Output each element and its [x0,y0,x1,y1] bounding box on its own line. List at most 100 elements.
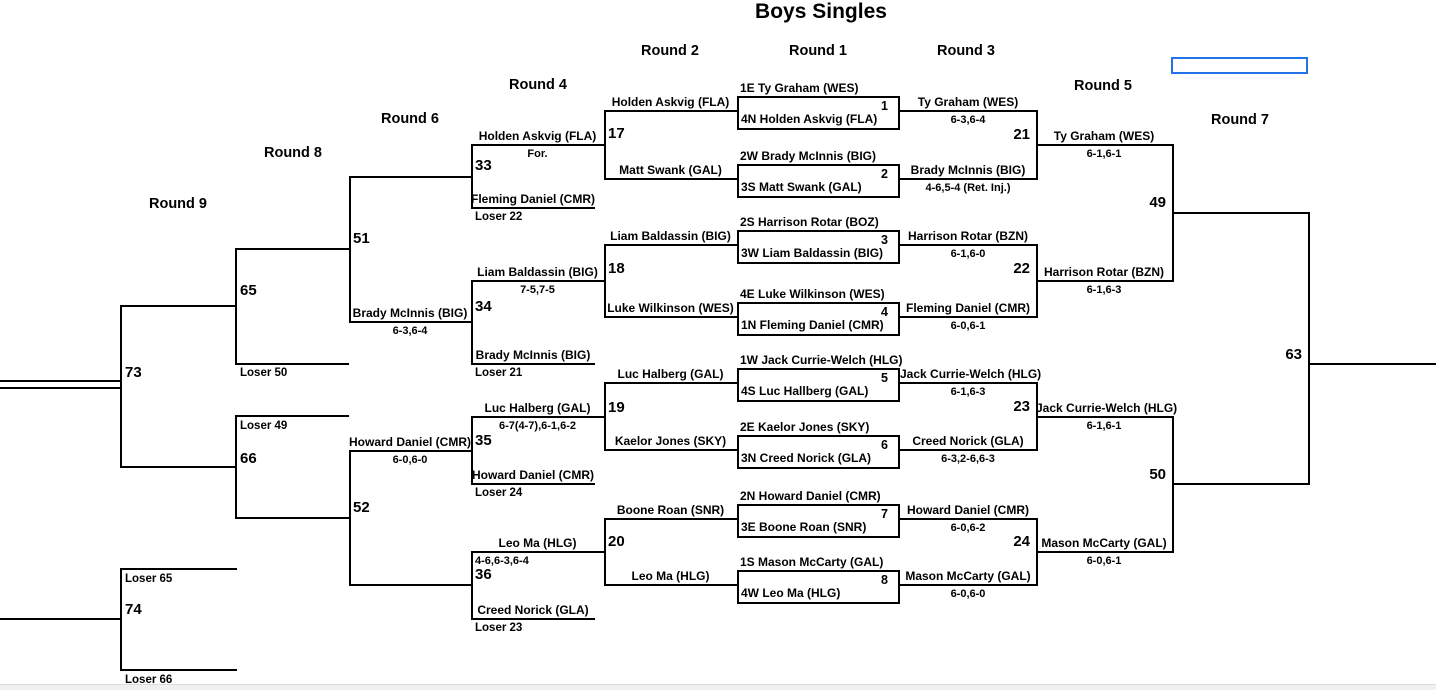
seed-label: 3N Creed Norick (GLA) [741,451,872,465]
connector-line [900,518,1036,520]
connector-line [120,466,235,468]
player-label: Boone Roan (SNR) [616,503,725,517]
connector-line [1308,212,1310,485]
player-label: Matt Swank (GAL) [619,163,722,177]
player-label: Mason McCarty (GAL) [905,569,1031,583]
connector-line [471,416,604,418]
match-number: 33 [475,157,492,174]
connector-line [235,363,349,365]
connector-line [471,551,604,553]
player-label: Luc Halberg (GAL) [484,401,591,415]
player-label: Liam Baldassin (BIG) [477,265,598,279]
connector-line [1036,551,1172,553]
round-header-8: Round 8 [264,145,322,161]
player-label: Holden Askvig (FLA) [611,95,730,109]
score-label: 6-3,2-6,6-3 [941,453,995,465]
seed-label: 2N Howard Daniel (CMR) [740,489,881,503]
feed-label: Loser 65 [125,573,173,585]
seed-label: 1S Mason McCarty (GAL) [740,555,884,569]
connector-line [900,449,1036,451]
connector-line [349,176,351,323]
connector-line [1172,212,1308,214]
connector-line [0,387,120,389]
connector-line [1172,483,1308,485]
player-label: Ty Graham (WES) [917,95,1019,109]
match-box-3 [737,230,900,264]
connector-line [349,321,471,323]
player-label: Howard Daniel (CMR) [471,468,594,482]
connector-line [120,669,237,671]
connector-line [235,415,237,519]
connector-line [235,248,349,250]
connector-line [604,178,737,180]
score-label: 6-3,6-4 [950,114,986,126]
seed-label: 3E Boone Roan (SNR) [741,520,867,534]
match-number: 21 [1013,126,1030,143]
player-label: Fleming Daniel (CMR) [471,192,596,206]
match-number: 34 [475,298,492,315]
match-box-5 [737,368,900,402]
seed-label: 3S Matt Swank (GAL) [741,180,862,194]
connector-line [471,416,473,485]
seed-label: 2W Brady McInnis (BIG) [740,149,877,163]
match-number: 65 [240,282,257,299]
connector-line [235,415,349,417]
feed-label: Loser 21 [475,367,523,379]
seed-label: 1W Jack Currie-Welch (HLG) [740,353,903,367]
connector-line [471,618,595,620]
match-number: 20 [608,533,625,550]
match-number: 23 [1013,398,1030,415]
match-number: 74 [125,601,142,618]
feed-label: Loser 49 [240,420,288,432]
connector-line [900,110,1036,112]
score-entry-box[interactable] [1171,57,1308,74]
score-label: 6-0,6-1 [1086,555,1122,567]
match-number: 4 [881,305,888,319]
connector-line [604,518,737,520]
connector-line [471,280,473,365]
player-label: Creed Norick (GLA) [912,434,1024,448]
connector-line [1308,363,1436,365]
player-label: Howard Daniel (CMR) [349,435,472,449]
match-box-2 [737,164,900,198]
round-header-7: Round 7 [1211,112,1269,128]
score-label: 6-7(4-7),6-1,6-2 [498,420,577,432]
player-label: Fleming Daniel (CMR) [905,301,1030,315]
round-header-1: Round 1 [789,43,847,59]
player-label: Liam Baldassin (BIG) [610,229,731,243]
player-label: Luc Halberg (GAL) [617,367,724,381]
connector-line [604,449,737,451]
connector-line [604,382,737,384]
player-label: Brady McInnis (BIG) [475,348,591,362]
match-number: 24 [1013,533,1030,550]
connector-line [0,618,120,620]
connector-line [471,363,595,365]
connector-line [604,244,737,246]
connector-line [900,244,1036,246]
connector-line [349,176,471,178]
connector-line [120,305,122,468]
seed-label: 4W Leo Ma (HLG) [741,586,841,600]
connector-line [471,280,604,282]
connector-line [1036,416,1172,418]
player-label: Holden Askvig (FLA) [478,129,597,143]
connector-line [471,483,595,485]
player-label: Leo Ma (HLG) [631,569,710,583]
match-number: 36 [475,566,492,583]
round-header-3: Round 3 [937,43,995,59]
player-label: Luke Wilkinson (WES) [607,301,734,315]
connector-line [349,584,471,586]
match-number: 66 [240,450,257,467]
player-label: Howard Daniel (CMR) [906,503,1029,517]
player-label: Brady McInnis (BIG) [352,306,468,320]
connector-line [471,144,604,146]
player-label: Mason McCarty (GAL) [1041,536,1167,550]
match-number: 7 [881,507,888,521]
feed-label: Loser 66 [125,674,173,686]
round-header-4: Round 4 [509,77,567,93]
match-number: 51 [353,230,370,247]
score-label: 4-6,6-3,6-4 [475,555,529,567]
bottom-scrollbar-strip[interactable] [0,684,1436,690]
seed-label: 2E Kaelor Jones (SKY) [740,420,870,434]
